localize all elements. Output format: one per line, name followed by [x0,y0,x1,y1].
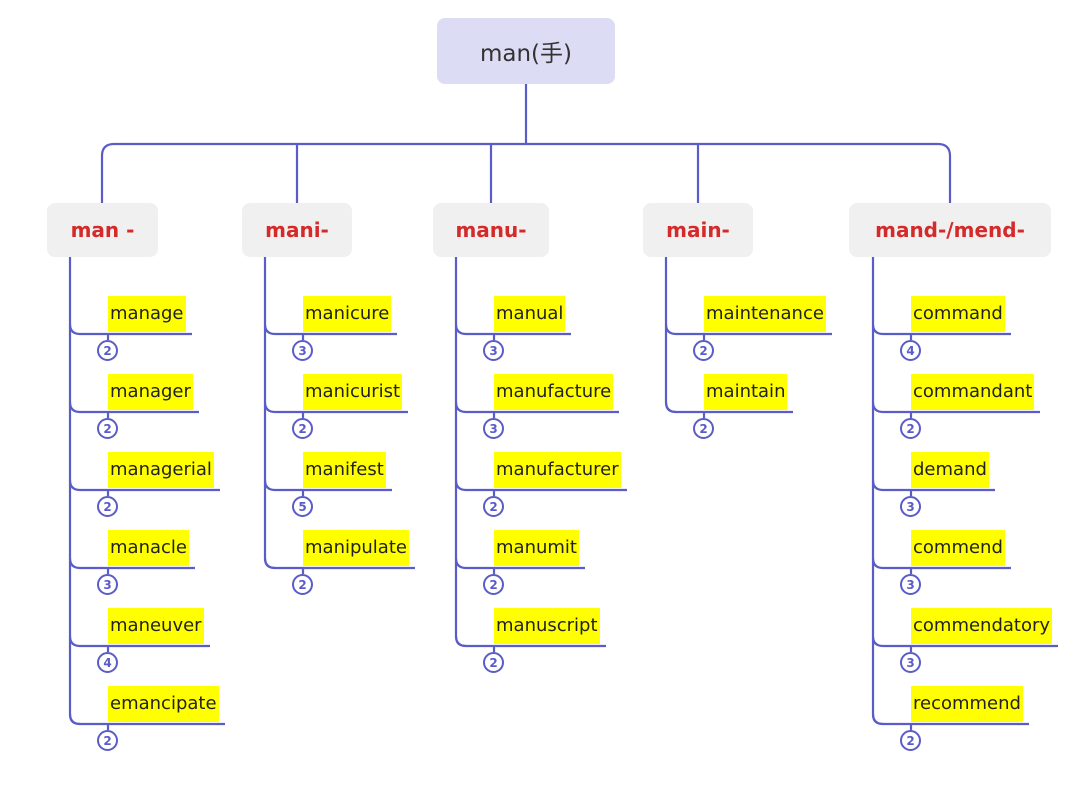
connector [454,401,619,414]
connector [68,557,195,570]
word-leaf: maintain [704,374,788,410]
word-leaf: manicurist [303,374,403,410]
count-badge: 2 [483,574,504,595]
count-badge: 3 [900,496,921,517]
word-leaf: demand [911,452,989,488]
root-node: man(手) [437,18,615,84]
count-badge: 2 [483,652,504,673]
count-badge: 2 [900,730,921,751]
connector [263,479,392,492]
count-badge: 2 [97,340,118,361]
branch-man: man - [47,203,158,257]
count-badge: 2 [97,496,118,517]
word-leaf: manumit [494,530,579,566]
connector [454,635,606,648]
count-badge: 4 [900,340,921,361]
branch-label: manu- [455,218,527,242]
word-leaf: commendatory [911,608,1053,644]
word-leaf: manacle [108,530,189,566]
word-leaf: manufacture [494,374,614,410]
count-badge: 3 [483,340,504,361]
root-label: man(手) [479,41,573,67]
branch-main: main- [643,203,753,257]
connector [263,323,397,336]
connector [68,479,220,492]
count-badge: 2 [97,418,118,439]
connector [454,323,571,336]
branch-label: mani- [265,218,329,242]
connector [263,557,415,570]
connector [68,713,225,726]
connector [263,401,408,414]
word-leaf: manifest [303,452,386,488]
count-badge: 2 [97,730,118,751]
branch-manu: manu- [433,203,549,257]
word-leaf: manuscript [494,608,600,644]
count-badge: 3 [900,652,921,673]
count-badge: 2 [292,574,313,595]
word-leaf: manufacturer [494,452,621,488]
branch-label: man - [70,218,135,242]
count-badge: 5 [292,496,313,517]
connector [454,257,467,648]
branch-mand-mend: mand-/mend- [849,203,1051,257]
connector [664,401,793,414]
count-badge: 3 [483,418,504,439]
count-badge: 3 [97,574,118,595]
word-leaf: recommend [911,686,1023,722]
connector [68,635,210,648]
count-badge: 2 [693,418,714,439]
branch-label: main- [666,218,730,242]
count-badge: 2 [900,418,921,439]
branch-mani: mani- [242,203,352,257]
connector [664,323,832,336]
connector [454,479,627,492]
word-leaf: manual [494,296,566,332]
connector [871,635,1058,648]
count-badge: 3 [900,574,921,595]
word-leaf: manager [108,374,193,410]
word-leaf: manage [108,296,186,332]
word-leaf: managerial [108,452,214,488]
connector [454,557,585,570]
word-leaf: maneuver [108,608,204,644]
word-leaf: emancipate [108,686,219,722]
branch-label: mand-/mend- [875,218,1025,242]
connector [68,401,199,414]
connector [68,323,192,336]
word-leaf: command [911,296,1005,332]
count-badge: 4 [97,652,118,673]
word-leaf: commend [911,530,1005,566]
count-badge: 2 [483,496,504,517]
count-badge: 2 [292,418,313,439]
word-leaf: maintenance [704,296,826,332]
word-leaf: manipulate [303,530,409,566]
count-badge: 2 [693,340,714,361]
word-leaf: manicure [303,296,392,332]
connector [871,557,1011,570]
connector [871,401,1040,414]
count-badge: 3 [292,340,313,361]
connector [100,142,952,203]
connector [871,479,995,492]
connector [871,713,1029,726]
word-leaf: commandant [911,374,1035,410]
connector [871,323,1011,336]
